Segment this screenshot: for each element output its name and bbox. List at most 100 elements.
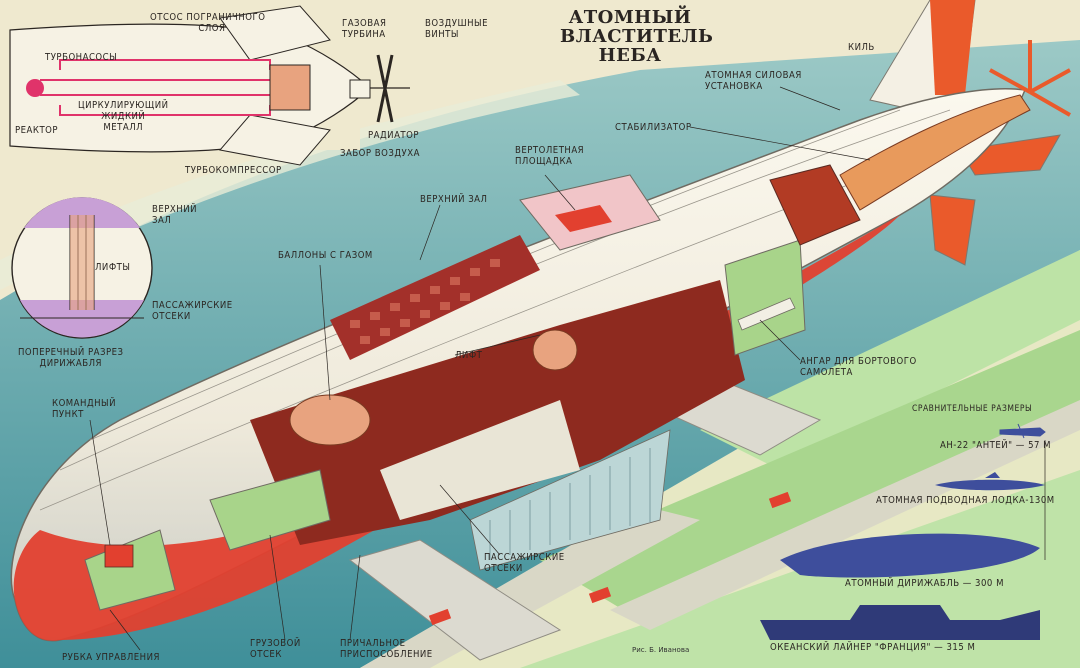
silhouette-liner xyxy=(760,605,1040,640)
label-reactor: РЕАКТОР xyxy=(15,125,59,136)
label-upper-hall: ВЕРХНИЙ ЗАЛ xyxy=(420,194,488,205)
label-turbopumps: ТУРБОНАСОСЫ xyxy=(45,52,118,63)
reactor-core xyxy=(26,79,44,97)
label-gas-turbine-line2: ТУРБИНА xyxy=(342,29,386,40)
label-air-intake: ЗАБОР ВОЗДУХА xyxy=(340,148,420,159)
label-gas-turbine: ГАЗОВАЯ ТУРБИНА xyxy=(342,18,386,40)
lifts-shaft xyxy=(70,215,94,310)
label-radiator: РАДИАТОР xyxy=(368,130,420,141)
label-command-post-line2: ПУНКТ xyxy=(52,409,84,420)
poster-title: АТОМНЫЙ ВЛАСТИТЕЛЬ НЕБА xyxy=(560,7,713,66)
label-cs-passenger-decks-line2: ОТСЕКИ xyxy=(152,311,191,322)
upper-hall-seats xyxy=(350,259,500,344)
deck-window-grid xyxy=(489,448,651,560)
label-helipad-line1: ВЕРТОЛЕТНАЯ xyxy=(515,145,585,156)
artist-credit: Рис. Б. Иванова xyxy=(632,646,690,654)
label-cs-lifts: ЛИФТЫ xyxy=(95,262,131,273)
title-line-1: АТОМНЫЙ xyxy=(568,7,692,28)
cross-section-upper-hall xyxy=(24,197,140,228)
label-cs-caption-line1: ПОПЕРЕЧНЫЙ РАЗРЕЗ xyxy=(18,347,124,358)
size-comparison-heading: СРАВНИТЕЛЬНЫЕ РАЗМЕРЫ xyxy=(912,404,1033,414)
label-hangar: АНГАР ДЛЯ БОРТОВОГО САМОЛЕТА xyxy=(800,356,917,378)
label-gas-balloons: БАЛЛОНЫ С ГАЗОМ xyxy=(278,250,373,261)
label-command-post: КОМАНДНЫЙ ПУНКТ xyxy=(52,398,116,420)
silhouette-airship xyxy=(780,533,1040,578)
car-3 xyxy=(428,608,452,626)
label-gas-turbine-line1: ГАЗОВАЯ xyxy=(342,18,387,29)
label-keel: КИЛЬ xyxy=(848,42,875,53)
cutaway-interior xyxy=(250,280,745,545)
nuclear-plant-housing xyxy=(769,164,861,246)
size-item-liner: ОКЕАНСКИЙ ЛАЙНЕР "ФРАНЦИЯ" — 315 м xyxy=(770,642,976,653)
title-line-3: НЕБА xyxy=(598,45,662,66)
label-propellers-line2: ВИНТЫ xyxy=(425,29,459,40)
helicopter xyxy=(555,205,612,232)
label-stabilizer: СТАБИЛИЗАТОР xyxy=(615,122,692,133)
size-item-airship: АТОМНЫЙ ДИРИЖАБЛЬ — 300 м xyxy=(845,578,1004,589)
engine-lower-fin xyxy=(219,114,331,166)
cross-section-passenger-decks xyxy=(20,300,144,338)
label-passenger-decks-line2: ОТСЕКИ xyxy=(484,563,523,574)
command-console xyxy=(104,544,134,568)
label-cs-upper-hall-line2: ЗАЛ xyxy=(152,215,172,226)
silhouette-an22 xyxy=(999,423,1046,439)
label-mooring-device-line1: ПРИЧАЛЬНОЕ xyxy=(340,638,406,649)
label-lift: ЛИФТ xyxy=(455,350,483,361)
label-propellers-line1: ВОЗДУШНЫЕ xyxy=(425,18,488,29)
shore-band xyxy=(0,80,580,290)
label-command-post-line1: КОМАНДНЫЙ xyxy=(52,398,116,409)
label-cs-passenger-decks: ПАССАЖИРСКИЕ ОТСЕКИ xyxy=(152,300,233,322)
engine-upper-fin xyxy=(219,5,331,61)
label-hangar-line1: АНГАР ДЛЯ БОРТОВОГО xyxy=(800,356,917,367)
stabilizer-fin xyxy=(959,134,1061,176)
label-liquid-metal-line3: МЕТАЛЛ xyxy=(103,122,144,133)
cargo-bay-floor xyxy=(209,469,331,551)
airfield-grass-2 xyxy=(540,330,1080,620)
car-1 xyxy=(588,586,612,604)
upper-fin-red xyxy=(930,0,975,95)
label-cs-caption: ПОПЕРЕЧНЫЙ РАЗРЕЗ ДИРИЖАБЛЯ xyxy=(18,347,123,369)
label-cs-passenger-decks-line1: ПАССАЖИРСКИЕ xyxy=(152,300,233,311)
size-comparison-silhouettes xyxy=(760,423,1046,640)
label-helipad-line2: ПЛОЩАДКА xyxy=(515,156,573,167)
label-liquid-metal: ЦИРКУЛИРУЮЩИЙ ЖИДКИЙ МЕТАЛЛ xyxy=(78,100,169,133)
label-mooring-device-line2: ПРИСПОСОБЛЕНИЕ xyxy=(340,649,433,660)
gas-balloon-2 xyxy=(532,329,578,371)
command-post-floor xyxy=(84,529,176,611)
passenger-deck-upper xyxy=(380,400,580,520)
label-nuclear-plant-line2: УСТАНОВКА xyxy=(705,81,763,92)
label-nuclear-plant-line1: АТОМНАЯ СИЛОВАЯ xyxy=(705,70,802,81)
label-turbocompressor: ТУРБОКОМПРЕССОР xyxy=(185,165,282,176)
label-boundary-suction-line1: ОТСОС ПОГРАНИЧНОГО xyxy=(150,12,266,23)
label-mooring-device: ПРИЧАЛЬНОЕ ПРИСПОСОБЛЕНИЕ xyxy=(340,638,433,660)
label-propellers: ВОЗДУШНЫЕ ВИНТЫ xyxy=(425,18,488,40)
silhouette-submarine xyxy=(935,472,1045,491)
label-hangar-line2: САМОЛЕТА xyxy=(800,367,853,378)
car-2 xyxy=(768,491,792,509)
label-passenger-decks: ПАССАЖИРСКИЕ ОТСЕКИ xyxy=(484,552,565,574)
label-cs-upper-hall-line1: ВЕРХНИЙ xyxy=(152,204,197,215)
label-boundary-suction: ОТСОС ПОГРАНИЧНОГО СЛОЯ xyxy=(150,12,265,34)
runway-b xyxy=(610,400,1080,630)
leader-lines xyxy=(89,86,1046,651)
label-liquid-metal-line1: ЦИРКУЛИРУЮЩИЙ xyxy=(78,100,169,111)
tail-propeller xyxy=(989,40,1071,117)
size-item-an22: АН-22 "АНТЕЙ" — 57 м xyxy=(940,440,1052,451)
label-control-cabin: РУБКА УПРАВЛЕНИЯ xyxy=(62,652,160,663)
label-cargo-bay-line1: ГРУЗОВОЙ xyxy=(250,638,301,649)
label-nuclear-plant: АТОМНАЯ СИЛОВАЯ УСТАНОВКА xyxy=(705,70,802,92)
label-passenger-decks-line1: ПАССАЖИРСКИЕ xyxy=(484,552,565,563)
lower-fin xyxy=(929,194,976,266)
label-cargo-bay-line2: ОТСЕК xyxy=(250,649,282,660)
mooring-pylon-front xyxy=(348,539,562,661)
onboard-airplane xyxy=(737,297,796,331)
label-cs-caption-line2: ДИРИЖАБЛЯ xyxy=(39,358,102,369)
size-item-submarine: АТОМНАЯ ПОДВОДНАЯ ЛОДКА-130м xyxy=(876,495,1055,506)
radiator-block xyxy=(349,79,371,99)
engine-shaft xyxy=(839,94,1031,211)
label-liquid-metal-line2: ЖИДКИЙ xyxy=(101,111,146,122)
label-helipad: ВЕРТОЛЕТНАЯ ПЛОЩАДКА xyxy=(515,145,584,167)
label-cargo-bay: ГРУЗОВОЙ ОТСЕК xyxy=(250,638,301,660)
